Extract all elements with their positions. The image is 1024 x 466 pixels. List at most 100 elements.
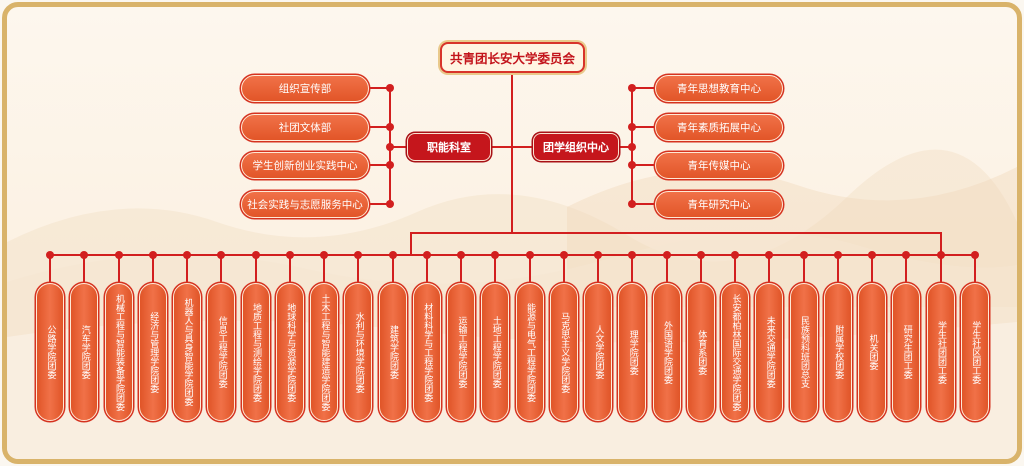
- connector-line: [633, 203, 655, 205]
- unit-pill: 土木工程与智能建造学院团委: [310, 283, 338, 421]
- connector-line: [50, 254, 975, 256]
- unit-pill: 学生社团团工委: [926, 283, 955, 421]
- unit-pill: 马克思主义学院团委: [549, 283, 578, 421]
- unit-label: 马克思主义学院团委: [559, 311, 570, 393]
- unit-label: 长安都柏林国际交通学院团委: [730, 293, 741, 411]
- connector-line: [665, 255, 668, 283]
- unit-node: 公路学院团委: [36, 251, 64, 421]
- unit-node: 体育系团委: [686, 251, 715, 421]
- unit-pill: 理学院团委: [618, 283, 647, 421]
- connector-line: [871, 255, 873, 283]
- connector-dot: [628, 84, 636, 92]
- left-branch-item: 组织宣传部: [241, 75, 369, 102]
- connector-line: [117, 255, 120, 283]
- unit-node: 经济与管理学院团委: [138, 251, 167, 421]
- unit-pill: 地球科学与资源学院团委: [275, 283, 304, 421]
- unit-pill: 人文学院团委: [584, 283, 612, 421]
- connector-dot: [386, 123, 394, 131]
- unit-label: 民族预科班团总支: [799, 316, 809, 388]
- connector-line: [631, 255, 634, 283]
- unit-node: 人文学院团委: [584, 251, 612, 421]
- unit-label: 土木工程与智能建造学院团委: [319, 293, 330, 411]
- connector-line: [939, 255, 942, 283]
- unit-pill: 材料科学与工程学院团委: [412, 283, 441, 421]
- connector-line: [836, 255, 839, 283]
- connector-dot: [628, 123, 636, 131]
- connector-line: [562, 255, 565, 283]
- connector-line: [410, 232, 412, 255]
- unit-label: 机器人与具身智能学院团委: [182, 298, 193, 406]
- connector-dot: [386, 84, 394, 92]
- unit-pill: 机械工程与智能装备学院团委: [104, 283, 133, 421]
- unit-node: 土木工程与智能建造学院团委: [310, 251, 338, 421]
- unit-label: 运输工程学院团委: [456, 316, 467, 388]
- unit-node: 机关团委: [858, 251, 886, 421]
- unit-pill: 机关团委: [858, 283, 886, 421]
- unit-pill: 学生社区团工委: [960, 283, 989, 421]
- unit-pill: 能源与电气工程学院团委: [515, 283, 544, 421]
- unit-node: 外国语学院团委: [652, 251, 681, 421]
- unit-node: 运输工程学院团委: [447, 251, 475, 421]
- unit-pill: 信息工程学院团委: [207, 283, 236, 421]
- connector-line: [369, 87, 390, 89]
- unit-label: 人文学院团委: [593, 325, 604, 379]
- unit-label: 外国语学院团委: [662, 320, 672, 384]
- left-branch-hub: 职能科室: [407, 133, 491, 161]
- left-branch-item: 社会实践与志愿服务中心: [241, 191, 369, 218]
- connector-line: [425, 255, 428, 283]
- unit-node: 建筑学院团委: [378, 251, 407, 421]
- units-row: 公路学院团委 汽车学院团委 机械工程与智能装备学院团委 经济与管理学院团委 机器…: [36, 251, 989, 421]
- connector-dot: [628, 161, 636, 169]
- connector-line: [369, 164, 390, 166]
- unit-pill: 地质工程与测绘学院团委: [241, 283, 270, 421]
- connector-line: [633, 164, 655, 166]
- unit-node: 研究生团工委: [892, 251, 921, 421]
- connector-line: [940, 232, 942, 255]
- connector-line: [220, 255, 223, 283]
- connector-line: [460, 255, 462, 283]
- connector-line: [494, 255, 497, 283]
- connector-line: [699, 255, 702, 283]
- connector-line: [288, 255, 291, 283]
- left-branch-item: 学生创新创业实践中心: [241, 152, 369, 179]
- unit-label: 公路学院团委: [45, 325, 56, 379]
- unit-label: 研究生团工委: [901, 325, 912, 379]
- unit-label: 附属学校团委: [833, 325, 844, 379]
- connector-line: [768, 255, 771, 283]
- connector-dot: [628, 200, 636, 208]
- unit-label: 体育系团委: [696, 329, 707, 375]
- connector-line: [49, 255, 51, 283]
- unit-node: 机械工程与智能装备学院团委: [104, 251, 133, 421]
- unit-pill: 建筑学院团委: [378, 283, 407, 421]
- unit-node: 未来交通学院团委: [755, 251, 784, 421]
- unit-node: 能源与电气工程学院团委: [515, 251, 544, 421]
- unit-label: 经济与管理学院团委: [148, 311, 159, 393]
- connector-line: [802, 255, 805, 283]
- unit-label: 建筑学院团委: [388, 325, 398, 379]
- unit-label: 未来交通学院团委: [764, 316, 775, 388]
- right-branch-item: 青年传媒中心: [655, 152, 783, 179]
- unit-pill: 长安都柏林国际交通学院团委: [721, 283, 749, 421]
- unit-pill: 民族预科班团总支: [789, 283, 818, 421]
- connector-line: [357, 255, 360, 283]
- unit-pill: 经济与管理学院团委: [138, 283, 167, 421]
- unit-pill: 运输工程学院团委: [447, 283, 475, 421]
- unit-node: 学生社区团工委: [960, 251, 989, 421]
- connector-line: [633, 87, 655, 89]
- unit-label: 信息工程学院团委: [216, 316, 227, 388]
- unit-node: 长安都柏林国际交通学院团委: [721, 251, 749, 421]
- connector-line: [528, 255, 531, 283]
- connector-line: [597, 255, 599, 283]
- unit-node: 理学院团委: [618, 251, 647, 421]
- connector-line: [905, 255, 908, 283]
- unit-pill: 机器人与具身智能学院团委: [173, 283, 201, 421]
- unit-node: 马克思主义学院团委: [549, 251, 578, 421]
- connector-line: [633, 126, 655, 128]
- unit-label: 材料科学与工程学院团委: [422, 302, 433, 402]
- right-branch-item: 青年思想教育中心: [655, 75, 783, 102]
- unit-pill: 体育系团委: [686, 283, 715, 421]
- unit-node: 地球科学与资源学院团委: [275, 251, 304, 421]
- unit-label: 机械工程与智能装备学院团委: [114, 293, 124, 411]
- unit-node: 学生社团团工委: [926, 251, 955, 421]
